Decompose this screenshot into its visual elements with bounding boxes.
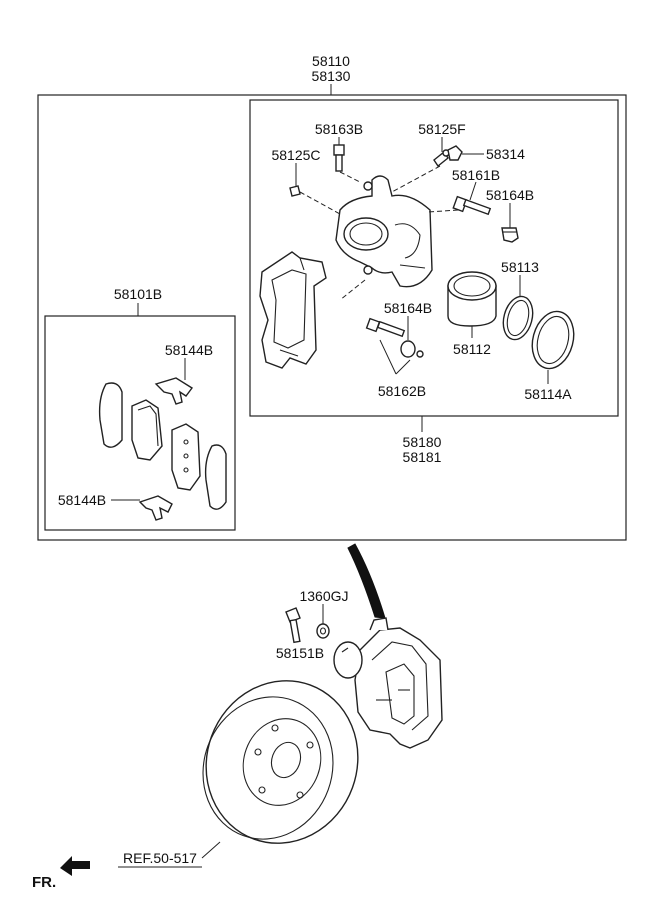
- label-58164B-mid: 58164B: [384, 300, 432, 316]
- bolt-58151B-icon: [285, 607, 301, 644]
- guide-58125F-icon: [433, 149, 450, 168]
- caliper-body: [335, 175, 433, 288]
- label-58144B-top: 58144B: [165, 342, 213, 358]
- brake-pad-set: [98, 377, 227, 521]
- caliper-body-frame: [249, 99, 619, 417]
- pad-kit-frame: [44, 315, 236, 531]
- washer-1360GJ-icon: [316, 623, 330, 639]
- label-58164B-top: 58164B: [486, 187, 534, 203]
- cap-58125C-icon: [289, 185, 301, 197]
- brake-disc: [202, 680, 359, 844]
- label-1360GJ: 1360GJ: [299, 588, 348, 604]
- label-caliper-58181: 58181: [403, 449, 442, 465]
- label-58125F: 58125F: [418, 121, 465, 137]
- label-front-direction: FR.: [32, 874, 56, 891]
- hub-icon: [333, 641, 363, 679]
- bolt-58163B-icon: [333, 144, 345, 172]
- label-58125C: 58125C: [271, 147, 320, 163]
- seal-58114A-icon: [531, 310, 575, 370]
- boot-58164B-mid-icon: [400, 340, 424, 358]
- label-58314: 58314: [486, 146, 525, 162]
- boot-58164B-top-icon: [501, 227, 519, 243]
- pin-58161B-icon: [452, 195, 492, 216]
- assembled-caliper: [354, 617, 443, 749]
- label-caliper-58180: 58180: [403, 434, 442, 450]
- label-ref-disc: REF.50-517: [123, 850, 197, 866]
- label-58113: 58113: [501, 259, 539, 275]
- label-58144B-bottom: 58144B: [58, 492, 106, 508]
- label-58151B: 58151B: [276, 645, 324, 661]
- front-arrow-icon: [60, 856, 90, 876]
- label-assy-58110: 58110: [312, 53, 350, 69]
- label-58112: 58112: [453, 341, 491, 357]
- nut-58314-icon: [447, 145, 463, 161]
- label-58163B: 58163B: [315, 121, 363, 137]
- assembly-arrow: [347, 543, 386, 619]
- label-58162B: 58162B: [378, 383, 426, 399]
- pin-58162B-icon: [365, 317, 406, 338]
- label-assy-58130: 58130: [312, 68, 351, 84]
- piston-58112-icon: [447, 271, 497, 327]
- label-58161B: 58161B: [452, 167, 500, 183]
- outer-assembly-frame: [37, 94, 627, 541]
- seal-58113-icon: [502, 295, 534, 341]
- label-58114A: 58114A: [524, 386, 572, 402]
- caliper-bracket: [259, 251, 327, 369]
- label-pad-kit-58101B: 58101B: [114, 286, 162, 302]
